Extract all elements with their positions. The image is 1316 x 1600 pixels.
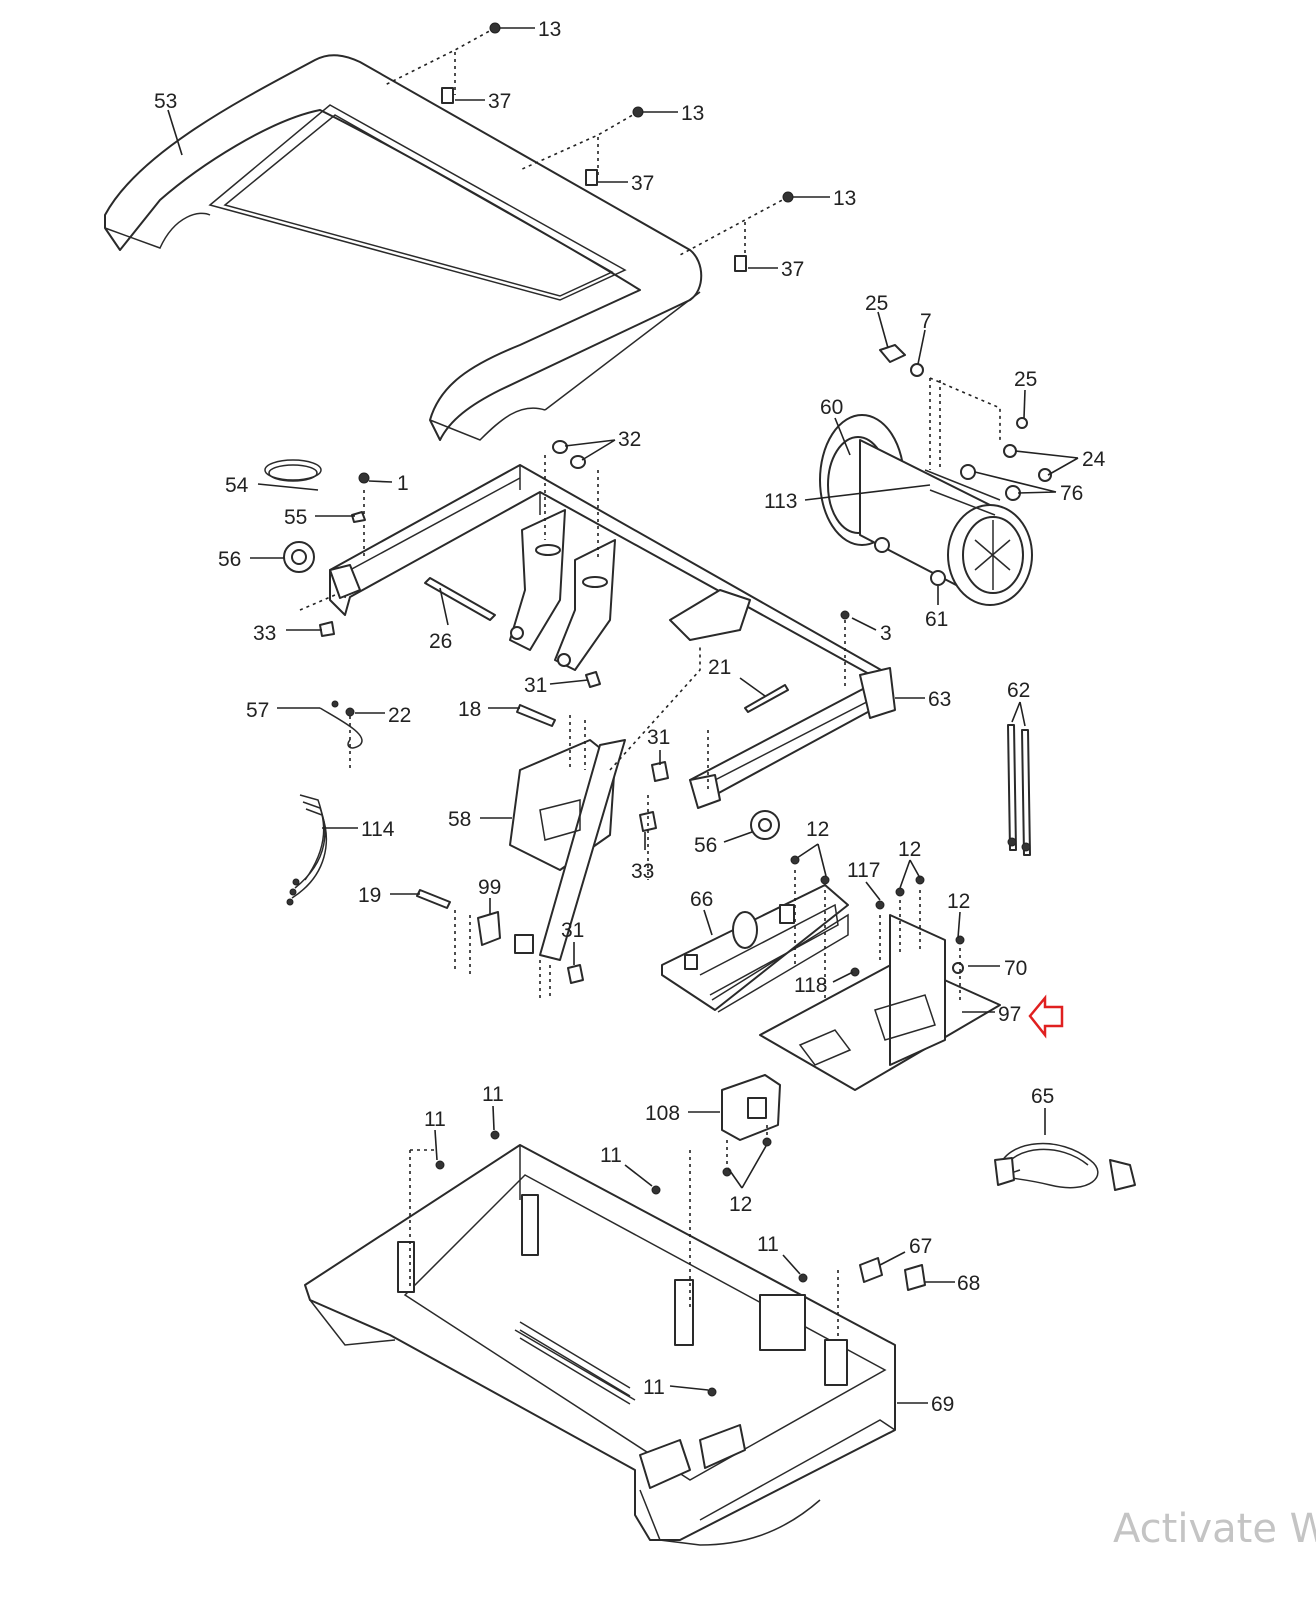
callout-12: 12 xyxy=(947,890,970,913)
callout-113: 113 xyxy=(764,490,797,513)
frame-fasteners xyxy=(283,440,850,713)
callout-99: 99 xyxy=(478,876,501,899)
callout-54: 54 xyxy=(225,474,249,497)
callout-25: 25 xyxy=(865,292,888,315)
callout-66: 66 xyxy=(690,888,713,911)
wire-part-57 xyxy=(319,700,363,770)
callout-37: 37 xyxy=(781,258,804,281)
callout-12: 12 xyxy=(806,818,829,841)
callout-13: 13 xyxy=(833,187,856,210)
callout-63: 63 xyxy=(928,688,951,711)
callout-37: 37 xyxy=(488,90,511,113)
callout-70: 70 xyxy=(1004,957,1027,980)
callout-57: 57 xyxy=(246,699,269,722)
callout-11: 11 xyxy=(482,1083,504,1106)
highlight-arrow-icon xyxy=(1028,994,1064,1039)
callout-12: 12 xyxy=(729,1193,752,1216)
motor-hood-part-53 xyxy=(104,54,703,441)
belt-guides-part-62 xyxy=(1007,724,1031,856)
callout-60: 60 xyxy=(820,396,843,419)
controller-board-part-66 xyxy=(661,884,849,1013)
callout-76: 76 xyxy=(1060,482,1083,505)
motor-base-part-69 xyxy=(304,1144,926,1546)
callout-labels: 13 37 13 37 13 37 53 25 7 25 24 76 60 11… xyxy=(154,18,1106,1416)
callout-117: 117 xyxy=(847,859,880,882)
callout-11: 11 xyxy=(600,1144,622,1167)
callout-31: 31 xyxy=(561,919,584,942)
callout-25: 25 xyxy=(1014,368,1037,391)
callout-69: 69 xyxy=(931,1393,954,1416)
callout-55: 55 xyxy=(284,506,307,529)
lift-motor-part-58 xyxy=(477,739,626,961)
base-fasteners xyxy=(409,1130,839,1397)
callout-68: 68 xyxy=(957,1272,980,1295)
callout-33: 33 xyxy=(253,622,276,645)
callout-56: 56 xyxy=(694,834,717,857)
callout-19: 19 xyxy=(358,884,381,907)
motor-bracket-part-97 xyxy=(759,914,1001,1091)
callout-11: 11 xyxy=(643,1376,665,1399)
callout-67: 67 xyxy=(909,1235,932,1258)
callout-31: 31 xyxy=(524,674,547,697)
wire-harness-part-54 xyxy=(264,459,322,482)
motor-fasteners xyxy=(879,344,1052,501)
callout-13: 13 xyxy=(681,102,704,125)
cable-part-114 xyxy=(286,794,328,906)
callout-26: 26 xyxy=(429,630,452,653)
callout-62: 62 xyxy=(1007,679,1030,702)
callout-13: 13 xyxy=(538,18,561,41)
callout-56: 56 xyxy=(218,548,241,571)
drive-motor-part-60 xyxy=(819,414,1033,606)
activation-watermark: Activate W xyxy=(1113,1506,1316,1552)
callout-32: 32 xyxy=(618,428,641,451)
callout-21: 21 xyxy=(708,656,731,679)
lift-fasteners xyxy=(416,645,780,1000)
callout-11: 11 xyxy=(424,1108,446,1131)
callout-11: 11 xyxy=(757,1233,779,1256)
callout-31: 31 xyxy=(647,726,670,749)
power-cord-part-65 xyxy=(994,1142,1136,1191)
callout-33: 33 xyxy=(631,860,654,883)
callout-1: 1 xyxy=(397,472,409,495)
callout-12: 12 xyxy=(898,838,921,861)
choke-part-108 xyxy=(721,1074,781,1177)
callout-22: 22 xyxy=(388,704,411,727)
callout-61: 61 xyxy=(925,608,948,631)
leader-lines xyxy=(167,27,1079,1404)
callout-65: 65 xyxy=(1031,1085,1054,1108)
callout-118: 118 xyxy=(794,974,827,997)
callout-58: 58 xyxy=(448,808,471,831)
callout-53: 53 xyxy=(154,90,177,113)
callout-114: 114 xyxy=(361,818,395,841)
callout-3: 3 xyxy=(880,622,892,645)
callout-108: 108 xyxy=(645,1102,680,1125)
callout-7: 7 xyxy=(920,310,932,333)
callout-24: 24 xyxy=(1082,448,1106,471)
callout-18: 18 xyxy=(458,698,481,721)
callout-37: 37 xyxy=(631,172,654,195)
callout-97: 97 xyxy=(998,1003,1021,1026)
frame-part-63 xyxy=(329,464,896,809)
